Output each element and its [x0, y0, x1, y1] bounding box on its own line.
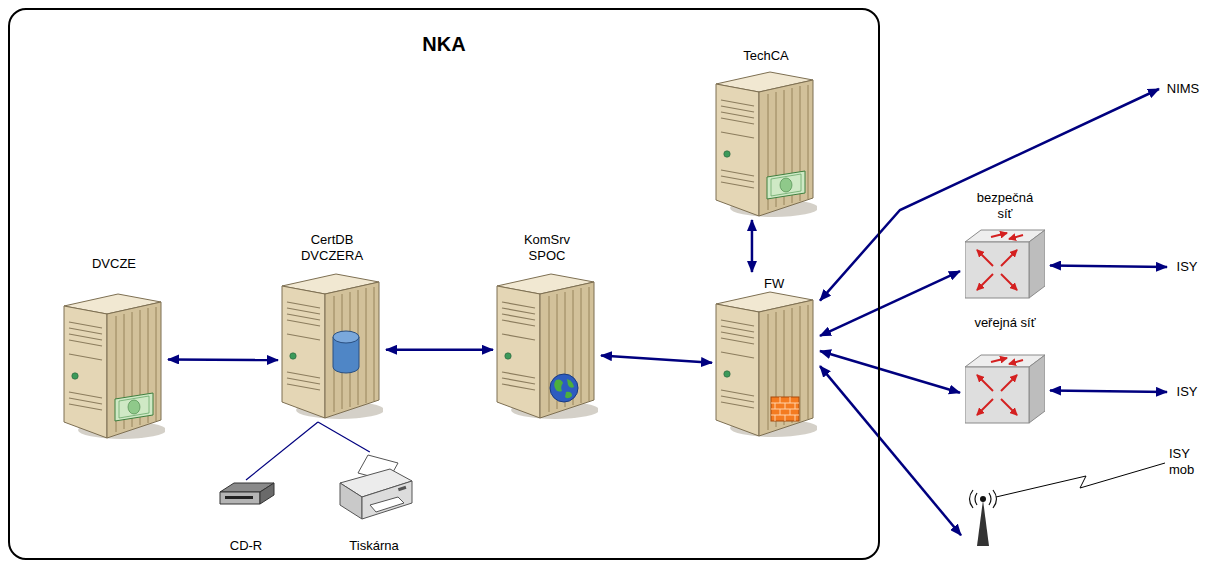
router-node: bezpečná síť: [960, 190, 1050, 306]
certificate-badge: [767, 171, 805, 199]
external-system: ISY: [1167, 381, 1207, 403]
router-node: veřejná síť: [960, 315, 1050, 431]
database-badge: [333, 331, 359, 373]
node-label: CD-R: [216, 538, 276, 554]
server-node: CertDB DVCZERA: [278, 232, 386, 422]
server-icon: [497, 274, 599, 419]
mobile-system: ISY mob: [961, 442, 1207, 548]
system-boundary: NKA TechCA DVCZE CertDB DVCZERA KomSrv SPOC F…: [8, 8, 880, 560]
server-icon: [282, 274, 384, 419]
cd-writer-node: CD-R: [213, 480, 279, 556]
antenna-icon: [970, 490, 997, 546]
external-system: ISY: [1167, 256, 1207, 278]
device-link: [246, 422, 318, 480]
data-link-arrow: [1050, 390, 1167, 392]
data-link-arrow: [168, 358, 278, 361]
cd-writer-icon: [220, 483, 274, 504]
node-label: Tiskárna: [339, 538, 409, 554]
certificate-badge: [115, 393, 153, 421]
server-icon: [716, 72, 818, 217]
node-label: CertDB DVCZERA: [297, 232, 367, 264]
server-node: TechCA: [712, 48, 820, 220]
node-label: TechCA: [716, 48, 816, 64]
node-label: ISY: [1170, 259, 1204, 275]
data-link-arrow: [601, 356, 712, 363]
router-icon: [965, 355, 1045, 423]
external-system: NIMS: [1159, 78, 1207, 100]
data-link-arrow: [820, 271, 960, 336]
boundary-title: NKA: [399, 32, 489, 56]
printer-icon: [340, 455, 412, 519]
node-label: ISY: [1170, 384, 1204, 400]
server-node: DVCZE: [60, 256, 168, 444]
node-label: bezpečná síť: [973, 190, 1037, 222]
device-link: [318, 422, 370, 452]
node-label: ISY mob: [1169, 446, 1201, 478]
connectors: [168, 89, 1167, 535]
node-label: NIMS: [1162, 81, 1204, 97]
data-link-arrow: [820, 351, 960, 393]
node-label: veřejná síť: [973, 315, 1037, 331]
printer-node: Tiskárna: [332, 452, 416, 556]
router-icon: [965, 230, 1045, 298]
server-node: KomSrv SPOC: [493, 232, 601, 422]
data-link-arrow: [820, 366, 961, 535]
data-link-arrow: [751, 220, 754, 272]
server-icon: [64, 294, 166, 439]
server-icon: [716, 292, 818, 437]
data-link-arrow: [386, 349, 493, 352]
node-label: FW: [764, 276, 790, 292]
globe-badge: [550, 374, 578, 402]
firewall-node: FW: [712, 272, 820, 440]
radio-link-bolt: [996, 463, 1165, 497]
data-link-arrow: [1050, 265, 1167, 267]
node-label: KomSrv SPOC: [512, 232, 582, 264]
node-label: DVCZE: [64, 256, 164, 272]
data-link-arrow: [820, 89, 1159, 301]
firewall-badge: [771, 397, 799, 421]
